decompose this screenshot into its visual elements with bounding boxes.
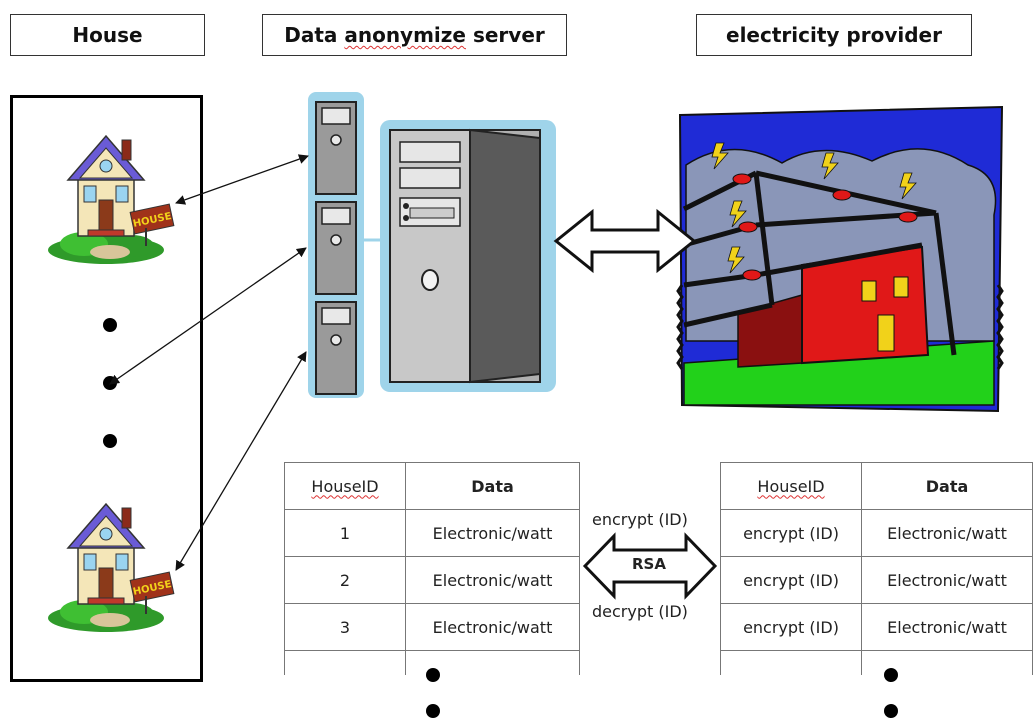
table-header-row: HouseID Data xyxy=(284,462,580,510)
house-header-label: House xyxy=(72,23,143,47)
table-row: 3 Electronic/watt xyxy=(284,603,580,651)
house2-server-arrow xyxy=(175,351,307,571)
table-cell: 1 xyxy=(284,509,406,557)
column-header-houseid: HouseID xyxy=(720,462,862,510)
server-provider-arrow xyxy=(553,208,697,274)
provider-header: electricity provider xyxy=(696,14,972,56)
table-row: encrypt (ID) Electronic/watt xyxy=(720,603,1033,651)
power-plant-icon xyxy=(676,105,1004,413)
table-open-row xyxy=(720,650,1033,675)
decrypt-label: decrypt (ID) xyxy=(592,602,688,621)
rsa-label: RSA xyxy=(632,555,666,573)
provider-data-table: HouseID Data encrypt (ID) Electronic/wat… xyxy=(720,462,1033,675)
table-cell: Electronic/watt xyxy=(861,509,1033,557)
ellipsis-dot xyxy=(426,668,440,682)
table-row: encrypt (ID) Electronic/watt xyxy=(720,509,1033,557)
table-cell: Electronic/watt xyxy=(405,556,580,604)
table-cell: Electronic/watt xyxy=(405,603,580,651)
table-cell: 3 xyxy=(284,603,406,651)
house1-server-arrow xyxy=(175,154,309,205)
encrypt-label: encrypt (ID) xyxy=(592,510,688,529)
table-cell: encrypt (ID) xyxy=(720,603,862,651)
table-cell: Electronic/watt xyxy=(405,509,580,557)
table-cell: encrypt (ID) xyxy=(720,556,862,604)
table-cell: 2 xyxy=(284,556,406,604)
table-cell: encrypt (ID) xyxy=(720,509,862,557)
ellipsis-dot xyxy=(103,434,117,448)
column-header-data: Data xyxy=(405,462,580,510)
table-header-row: HouseID Data xyxy=(720,462,1033,510)
ellipsis-dot xyxy=(884,704,898,718)
table-cell: Electronic/watt xyxy=(861,603,1033,651)
table-cell: Electronic/watt xyxy=(861,556,1033,604)
provider-header-label: electricity provider xyxy=(726,23,942,47)
server-icon xyxy=(308,92,556,398)
server-header: Data anonymize server xyxy=(262,14,567,56)
table-row: 2 Electronic/watt xyxy=(284,556,580,604)
ellipsis-dot xyxy=(426,704,440,718)
column-header-data: Data xyxy=(861,462,1033,510)
server-data-table: HouseID Data 1 Electronic/watt 2 Electro… xyxy=(284,462,580,675)
server-header-label: Data anonymize server xyxy=(284,23,545,47)
house-header: House xyxy=(10,14,205,56)
column-header-houseid: HouseID xyxy=(284,462,406,510)
house-icon: HOUSE xyxy=(48,134,175,264)
table-row: encrypt (ID) Electronic/watt xyxy=(720,556,1033,604)
rsa-arrow xyxy=(582,532,718,600)
table-row: 1 Electronic/watt xyxy=(284,509,580,557)
ellipsis-dot xyxy=(884,668,898,682)
house-icon: HOUSE xyxy=(48,502,175,632)
house-dots-server-arrow xyxy=(109,247,307,385)
